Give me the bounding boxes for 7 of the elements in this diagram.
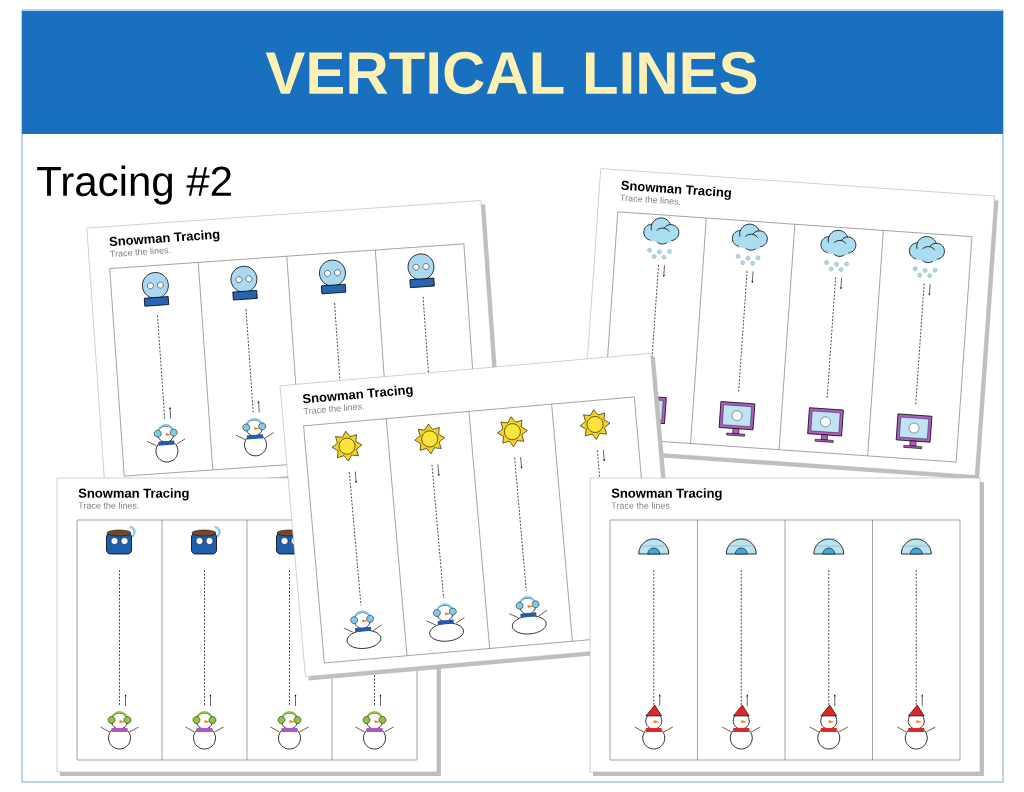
worksheet-heading: Snowman Tracing Trace the lines. — [620, 180, 732, 205]
worksheet-heading: Snowman Tracing Trace the lines. — [109, 230, 220, 257]
heading: Tracing #2 — [37, 165, 231, 205]
worksheet-heading: Snowman Tracing Trace the lines. — [78, 488, 189, 509]
worksheet-heading: Snowman Tracing Trace the lines. — [611, 488, 722, 509]
title-banner: VERTICAL LINES — [22, 11, 1003, 134]
worksheet-heading: Snowman Tracing Trace the lines. — [303, 385, 413, 415]
